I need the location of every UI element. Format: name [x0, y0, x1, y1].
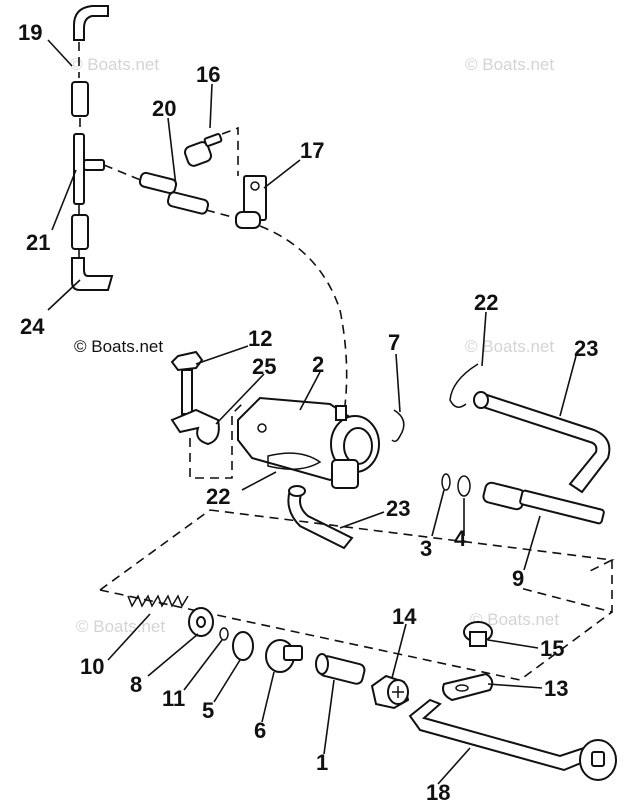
callout-14: 14: [392, 604, 417, 629]
callout-23-lower: 23: [386, 496, 410, 521]
callout-11: 11: [162, 686, 185, 711]
screw-15: [463, 621, 493, 647]
callout-1: 1: [316, 750, 328, 775]
screw-16: [183, 126, 239, 176]
clip-22-upper: [449, 363, 479, 408]
bolt-12: [170, 350, 204, 415]
spring-10: [127, 594, 189, 608]
watermark-top-right: © Boats.net: [465, 55, 554, 74]
handle-18: [408, 698, 617, 781]
callout-19: 19: [18, 20, 42, 45]
shaft-9: [482, 481, 605, 525]
callout-25: 25: [252, 354, 276, 379]
watermark-top-left: © Boats.net: [70, 55, 159, 74]
callout-8: 8: [130, 672, 142, 697]
washer-8: [188, 607, 214, 637]
knob-14: [370, 674, 410, 710]
plate-13: [442, 672, 494, 702]
callout-24: 24: [20, 314, 45, 339]
callout-7: 7: [388, 330, 400, 355]
cam-6: [265, 639, 303, 673]
watermark-low-left: © Boats.net: [76, 617, 165, 636]
callout-10: 10: [80, 654, 104, 679]
callout-16: 16: [196, 62, 220, 87]
hose-20: [138, 171, 237, 219]
callout-6: 6: [254, 718, 266, 743]
tee-fitting-21: [73, 118, 161, 205]
callout-12: 12: [248, 326, 272, 351]
callout-3: 3: [420, 536, 432, 561]
clip-22-lower: [267, 452, 322, 470]
clamp-25: [170, 401, 245, 479]
plunger-1: [315, 653, 366, 685]
callout-22-upper: 22: [474, 290, 498, 315]
bracket-2: [237, 396, 380, 489]
callout-4: 4: [454, 526, 467, 551]
clip-7: [391, 409, 405, 443]
clamp-17: [235, 175, 348, 406]
o-ring-3: [441, 473, 451, 491]
callout-23-upper: 23: [574, 336, 598, 361]
callout-21: 21: [26, 230, 50, 255]
watermark-low-right: © Boats.net: [470, 610, 559, 629]
callout-18: 18: [426, 780, 450, 805]
hose-23-upper: [473, 391, 611, 494]
callout-15: 15: [540, 636, 564, 661]
callout-9: 9: [512, 566, 524, 591]
callout-22-lower: 22: [206, 484, 230, 509]
hose-24: [71, 205, 114, 291]
assembly-box: [99, 509, 615, 681]
hose-23-lower: [287, 485, 354, 550]
watermark-mid-right: © Boats.net: [465, 337, 554, 356]
o-ring-5: [232, 631, 254, 661]
callout-13: 13: [544, 676, 568, 701]
callout-17: 17: [300, 138, 324, 163]
o-ring-4: [457, 475, 471, 497]
callout-2: 2: [312, 352, 324, 377]
callout-20: 20: [152, 96, 176, 121]
hose-19: [71, 5, 109, 117]
o-ring-11: [219, 627, 229, 641]
callout-5: 5: [202, 698, 214, 723]
watermark-mid-left: © Boats.net: [74, 337, 163, 356]
